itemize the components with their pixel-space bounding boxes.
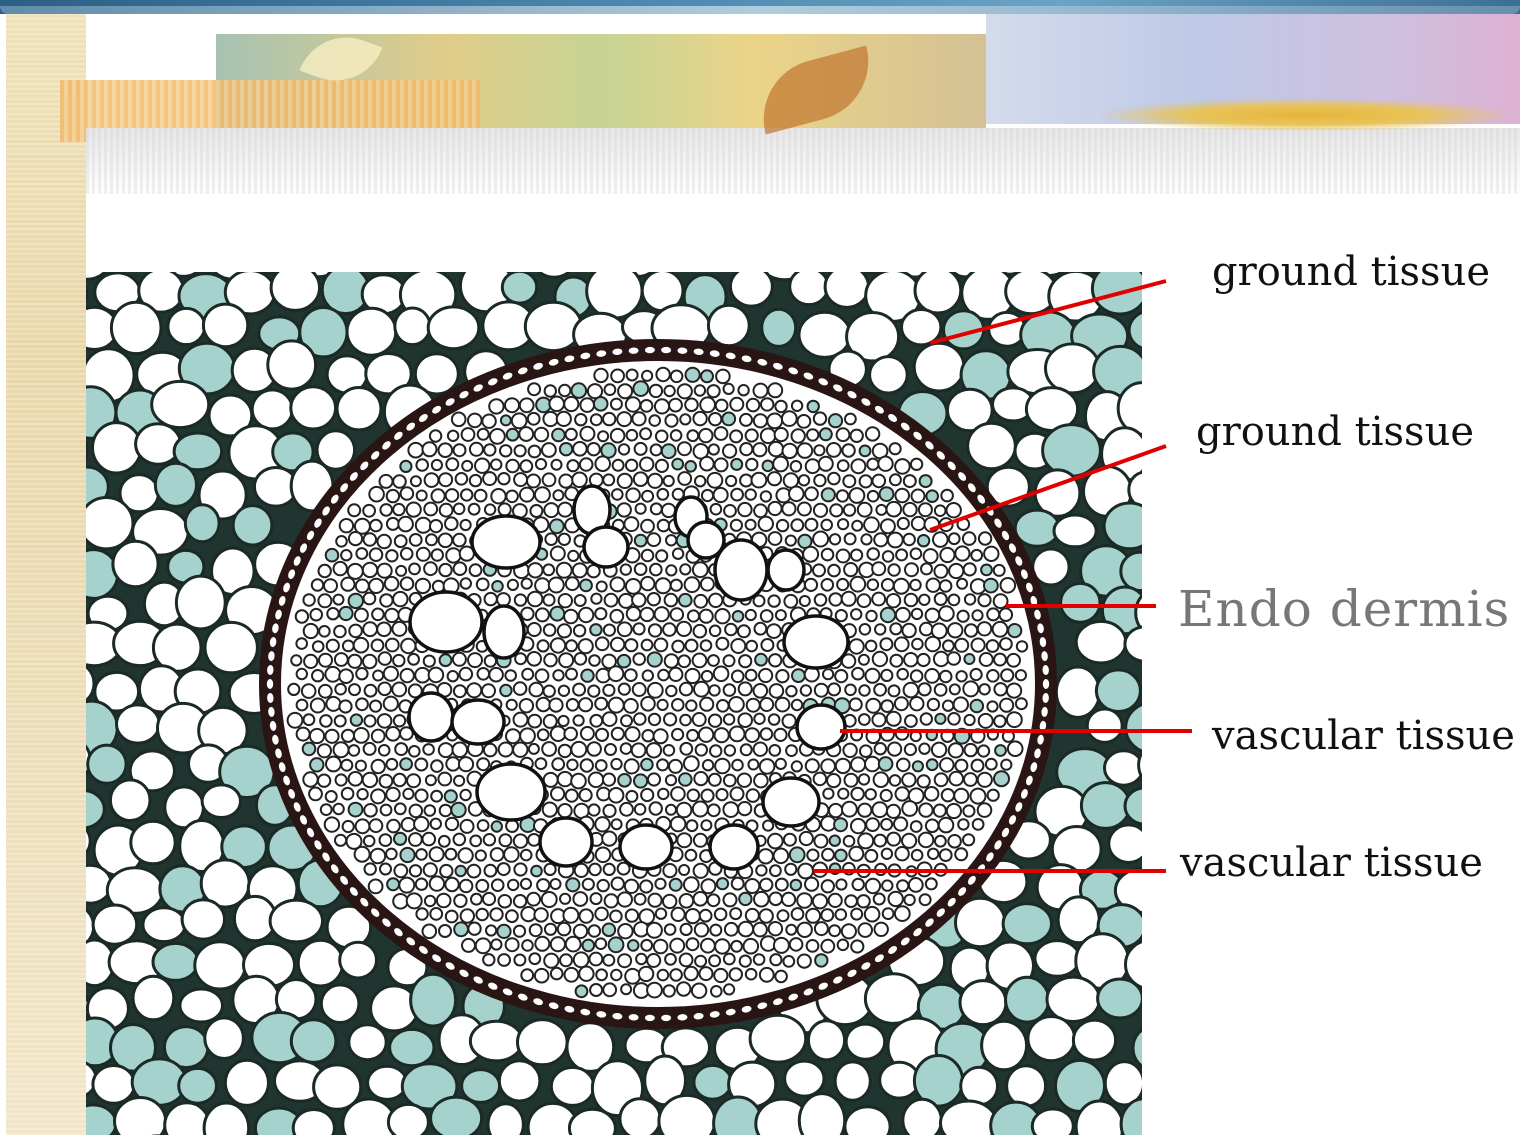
label-vascular-tissue-2: vascular tissue	[1180, 843, 1483, 883]
label-ground-tissue-2: ground tissue	[1196, 412, 1474, 452]
label-endodermis: Endo dermis	[1178, 584, 1510, 634]
pointer-line-ground-tissue-1	[930, 281, 1166, 343]
label-ground-tissue-1: ground tissue	[1212, 252, 1490, 292]
label-vascular-tissue-1: vascular tissue	[1212, 716, 1515, 756]
pointer-line-ground-tissue-2	[930, 446, 1166, 530]
